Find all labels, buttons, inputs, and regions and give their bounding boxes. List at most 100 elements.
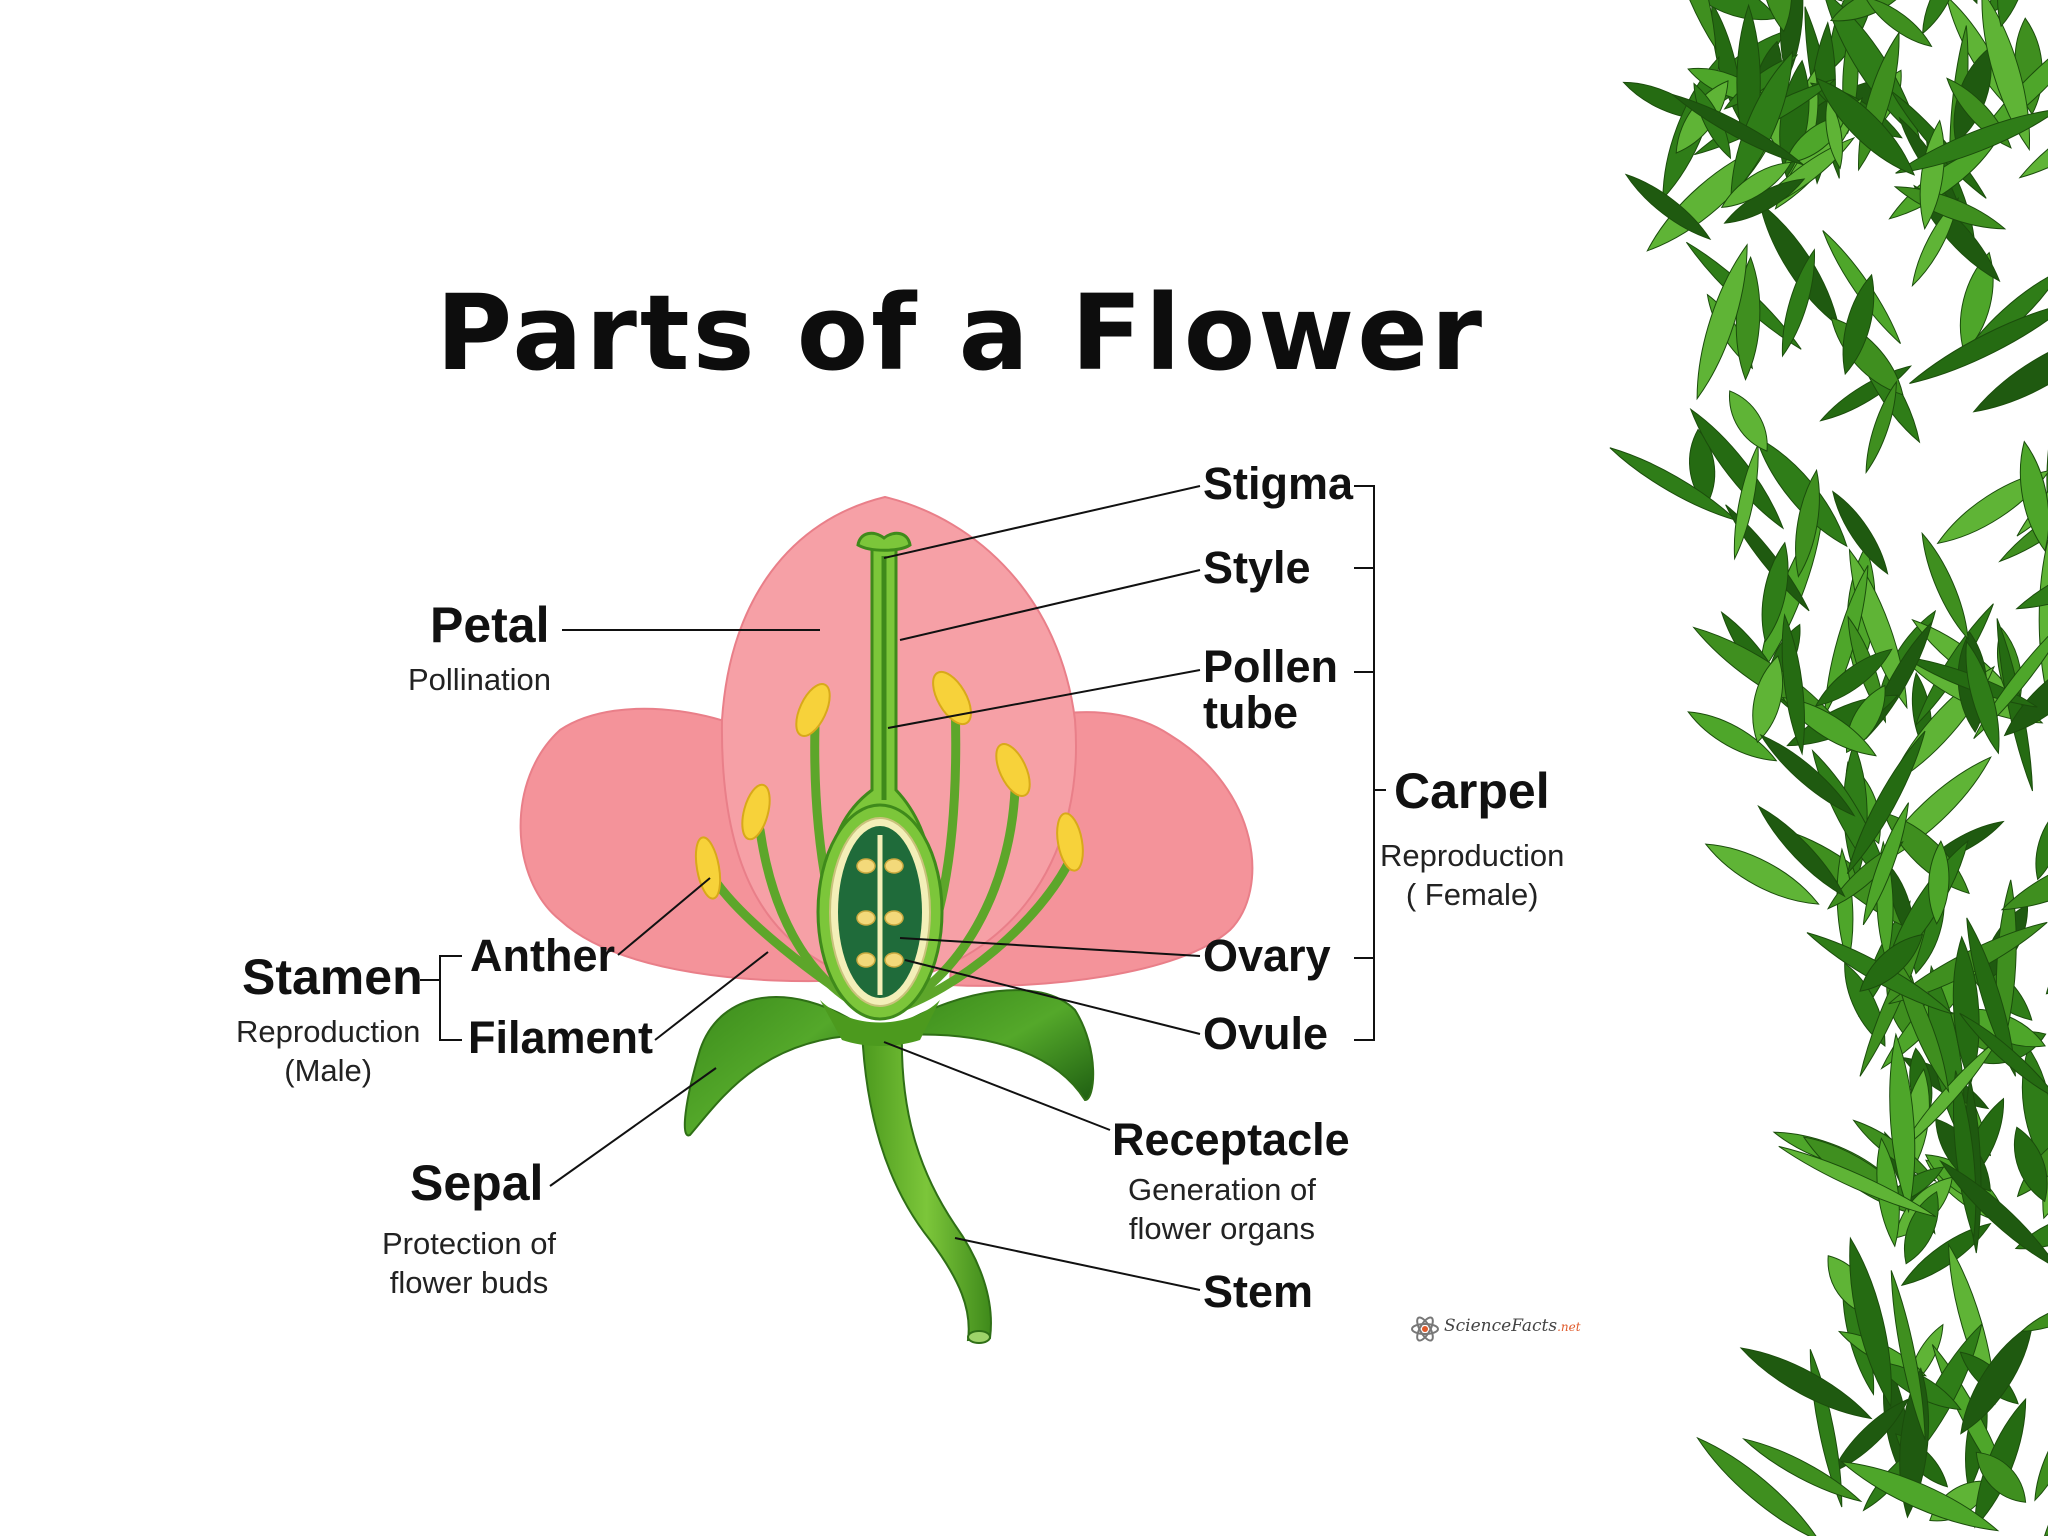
stamen-bracket bbox=[420, 955, 462, 1041]
science-facts-logo-icon bbox=[1411, 1316, 1439, 1342]
bamboo-leaf bbox=[1757, 804, 1846, 898]
bamboo-leaf bbox=[2039, 1281, 2048, 1382]
bamboo-leaf bbox=[1922, 0, 1962, 35]
bamboo-leaf bbox=[1781, 696, 1877, 757]
bamboo-leaf bbox=[2014, 1212, 2048, 1250]
sepals bbox=[683, 989, 1095, 1137]
bamboo-leaf bbox=[2035, 809, 2048, 881]
label-ovary: Ovary bbox=[1203, 930, 1331, 981]
label-style: Style bbox=[1203, 542, 1311, 593]
bamboo-leaf bbox=[1915, 603, 1994, 726]
receptacle-description: Generation of flower organs bbox=[1128, 1172, 1316, 1246]
bamboo-leaf bbox=[1889, 1032, 1916, 1214]
ovary bbox=[816, 803, 944, 1021]
bamboo-leaf bbox=[1624, 173, 1712, 241]
bamboo-leaf bbox=[1966, 917, 2016, 1077]
bamboo-leaf bbox=[1689, 428, 1716, 507]
bamboo-leaf bbox=[1696, 1436, 1821, 1536]
bamboo-leaf bbox=[1859, 933, 1924, 992]
bamboo-leaf bbox=[1864, 0, 1933, 48]
bamboo-leaf bbox=[1996, 618, 2033, 792]
bamboo-leaf bbox=[1952, 935, 1980, 1086]
bamboo-leaf bbox=[1862, 802, 1910, 926]
bamboo-leaf bbox=[1730, 50, 1794, 198]
bamboo-leaf bbox=[1973, 614, 2048, 739]
label-petal: Petal bbox=[430, 597, 550, 653]
bamboo-leaf bbox=[2000, 848, 2048, 911]
bamboo-leaf bbox=[1928, 840, 1950, 925]
bamboo-leaf bbox=[1759, 733, 1856, 817]
bamboo-leaf bbox=[1778, 1145, 1936, 1218]
bamboo-leaf bbox=[1832, 490, 1889, 575]
bamboo-leaf bbox=[1814, 648, 1893, 707]
bamboo-leaf bbox=[1998, 488, 2048, 563]
bamboo-leaf bbox=[1752, 655, 1784, 744]
bamboo-leaf bbox=[1965, 640, 2000, 755]
bamboo-leaf bbox=[1723, 178, 1806, 224]
bamboo-leaf bbox=[2045, 937, 2048, 995]
bamboo-leaf bbox=[1939, 1159, 2048, 1270]
petal-description: Pollination bbox=[408, 662, 552, 697]
bamboo-leaf bbox=[1658, 0, 1717, 51]
bamboo-leaf bbox=[1739, 1347, 1873, 1420]
bamboo-leaf bbox=[1975, 1451, 2027, 1503]
label-pollen-tube: Pollen tube bbox=[1203, 641, 1339, 738]
label-filament: Filament bbox=[468, 1012, 654, 1063]
anthers bbox=[694, 670, 1084, 900]
bamboo-leaf bbox=[1865, 380, 1897, 474]
bamboo-leaf bbox=[1742, 1438, 1863, 1503]
label-anther: Anther bbox=[470, 930, 615, 981]
bamboo-leaf bbox=[1904, 1190, 1939, 1265]
bamboo-leaf bbox=[1729, 390, 1768, 452]
bamboo-leaf bbox=[2013, 1126, 2048, 1203]
bamboo-leaf bbox=[1720, 161, 1793, 208]
science-facts-logo: ScienceFacts.net bbox=[1410, 1310, 1581, 1350]
leader-lines bbox=[549, 485, 1201, 1291]
bamboo-foliage bbox=[1609, 0, 2048, 1536]
bamboo-leaf bbox=[1900, 1222, 1992, 1286]
bamboo-leaf bbox=[2020, 1300, 2048, 1332]
bamboo-leaf bbox=[2019, 440, 2048, 552]
label-ovule: Ovule bbox=[1203, 1008, 1329, 1059]
bamboo-leaf bbox=[2034, 1412, 2048, 1502]
bamboo-leaf bbox=[1687, 711, 1778, 762]
bamboo-leaf bbox=[1909, 302, 2048, 384]
sepal-description: Protection of flower buds bbox=[382, 1226, 557, 1300]
label-sepal: Sepal bbox=[410, 1155, 544, 1211]
bamboo-leaf bbox=[2038, 535, 2048, 708]
label-stem: Stem bbox=[1203, 1266, 1314, 1317]
bamboo-leaf bbox=[2041, 1351, 2048, 1431]
bamboo-leaf bbox=[1761, 0, 1793, 33]
label-carpel: Carpel bbox=[1394, 763, 1550, 819]
bamboo-leaf bbox=[1890, 1270, 1926, 1440]
bamboo-leaf bbox=[2046, 370, 2048, 533]
bamboo-leaf bbox=[1609, 447, 1737, 521]
bamboo-leaf bbox=[1911, 197, 1959, 287]
bamboo-leaf bbox=[1895, 108, 2048, 174]
bamboo-leaf bbox=[1761, 541, 1789, 643]
bamboo-leaf bbox=[1779, 0, 1804, 80]
bamboo-leaf bbox=[1981, 0, 2030, 152]
bamboo-leaf bbox=[1795, 468, 1820, 578]
carpel-description: Reproduction ( Female) bbox=[1380, 838, 1565, 912]
stem-cut-end bbox=[967, 1330, 991, 1344]
bamboo-leaf bbox=[1815, 77, 1916, 176]
bamboo-leaf bbox=[1846, 730, 1926, 875]
bamboo-leaf bbox=[1972, 328, 2048, 413]
bamboo-leaf bbox=[1840, 1461, 2000, 1532]
bamboo-leaf bbox=[1959, 1012, 2048, 1100]
stigma bbox=[856, 531, 912, 552]
bamboo-leaf bbox=[1672, 94, 1804, 166]
bamboo-leaf bbox=[1781, 248, 1815, 358]
bamboo-leaf bbox=[1696, 243, 1748, 401]
label-stamen: Stamen bbox=[242, 949, 423, 1005]
bamboo-leaf bbox=[1781, 613, 1805, 756]
page-title: Parts of a Flower bbox=[436, 272, 1486, 394]
bamboo-leaf bbox=[1842, 273, 1875, 376]
bamboo-leaf bbox=[1836, 847, 1854, 966]
receptacle bbox=[820, 1000, 940, 1046]
bamboo-leaf bbox=[1704, 843, 1820, 905]
label-receptacle: Receptacle bbox=[1112, 1114, 1350, 1165]
bamboo-leaf bbox=[1997, 0, 2029, 28]
